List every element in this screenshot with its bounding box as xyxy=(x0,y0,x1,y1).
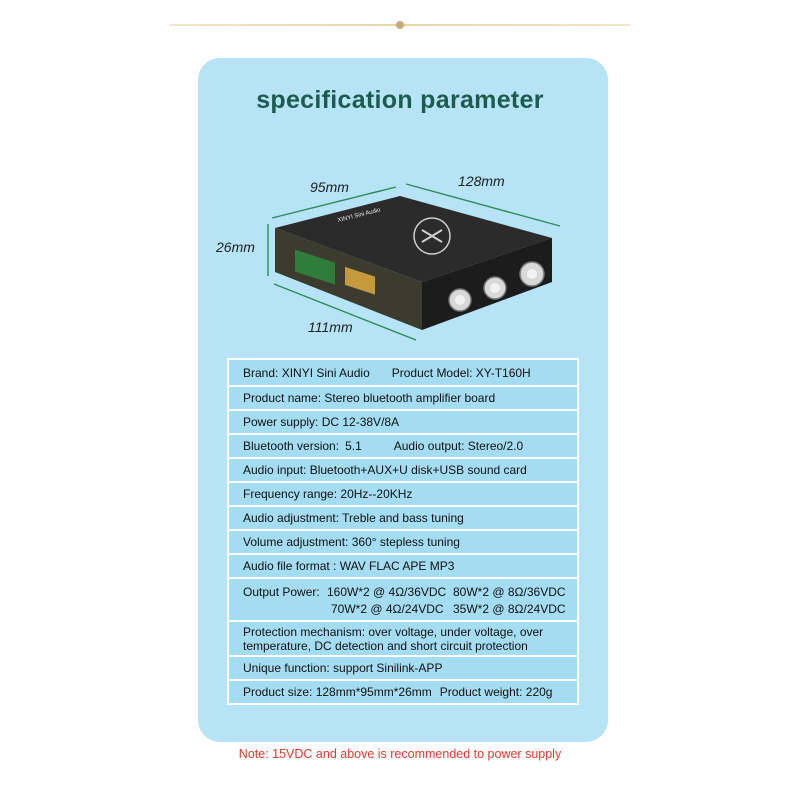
spec-row-power-supply: Power supply: DC 12-38V/8A xyxy=(227,409,579,435)
depth-dimension: 111mm xyxy=(308,319,353,335)
product-size-text: Product size: 128mm*95mm*26mm xyxy=(243,685,432,699)
spec-row-volume: Volume adjustment: 360° stepless tuning xyxy=(227,529,579,555)
power-supply-text: Power supply: DC 12-38V/8A xyxy=(243,415,400,429)
spec-row-output-power: Output Power: 160W*2 @ 4Ω/36VDC 80W*2 @ … xyxy=(227,577,579,622)
spec-row-audio-adjust: Audio adjustment: Treble and bass tuning xyxy=(227,505,579,531)
height-dimension: 26mm xyxy=(215,239,255,255)
page-title: specification parameter xyxy=(256,86,544,114)
circuit-component xyxy=(345,266,375,295)
spec-row-size-weight: Product size: 128mm*95mm*26mm Product we… xyxy=(227,679,579,705)
spec-row-unique: Unique function: support Sinilink-APP xyxy=(227,655,579,681)
amplifier-board: XINYI Sini Audio xyxy=(275,196,552,330)
file-format-text: Audio file format : WAV FLAC APE MP3 xyxy=(243,559,455,573)
length-dimension: 128mm xyxy=(458,173,505,189)
audio-output-text: Audio output: Stereo/2.0 xyxy=(393,439,524,453)
output-power-4: 35W*2 @ 8Ω/24VDC xyxy=(453,602,566,616)
spec-row-frequency: Frequency range: 20Hz--20KHz xyxy=(227,481,579,507)
protection-line-2: temperature, DC detection and short circ… xyxy=(243,639,528,653)
top-divider-dot xyxy=(396,21,404,29)
model-text: Product Model: XY-T160H xyxy=(391,365,531,380)
audio-adjust-text: Audio adjustment: Treble and bass tuning xyxy=(243,511,464,525)
knob-3 xyxy=(519,261,545,287)
logo-circle xyxy=(413,217,451,255)
bt-version-value: 5.1 xyxy=(345,439,362,453)
frequency-text: Frequency range: 20Hz--20KHz xyxy=(243,487,413,501)
width-dimension: 95mm xyxy=(310,179,349,195)
width-dim-line xyxy=(271,186,397,219)
spec-row-file-format: Audio file format : WAV FLAC APE MP3 xyxy=(227,553,579,579)
spec-table: Brand: XINYI Sini Audio Product Model: X… xyxy=(227,358,579,705)
spec-row-bluetooth: Bluetooth version: 5.1 Audio output: Ste… xyxy=(227,433,579,459)
product-weight-text: Product weight: 220g xyxy=(439,685,553,699)
knob-2 xyxy=(483,276,507,300)
spec-row-name: Product name: Stereo bluetooth amplifier… xyxy=(227,385,579,411)
logo-mark xyxy=(421,229,443,243)
protection-line-1: Protection mechanism: over voltage, unde… xyxy=(243,625,544,639)
volume-adjust-text: Volume adjustment: 360° stepless tuning xyxy=(243,535,460,549)
length-dim-line xyxy=(405,183,561,227)
output-power-label: Output Power: xyxy=(243,585,320,599)
brand-text: Brand: XINYI Sini Audio xyxy=(243,365,370,380)
unique-function-text: Unique function: support Sinilink-APP xyxy=(243,661,443,675)
output-power-3: 70W*2 @ 4Ω/24VDC xyxy=(331,602,444,616)
spec-row-brand: Brand: XINYI Sini Audio Product Model: X… xyxy=(227,358,579,387)
power-note: Note: 15VDC and above is recommended to … xyxy=(238,747,562,761)
spec-row-protection: Protection mechanism: over voltage, unde… xyxy=(227,620,579,657)
product-name-text: Product name: Stereo bluetooth amplifier… xyxy=(243,391,496,405)
output-power-1: 160W*2 @ 4Ω/36VDC xyxy=(327,585,447,599)
capacitor xyxy=(295,249,335,285)
product-illustration: XINYI Sini Audio 95mm 128mm 26mm 111mm xyxy=(215,173,561,341)
depth-dim-line xyxy=(273,283,417,341)
spec-row-audio-input: Audio input: Bluetooth+AUX+U disk+USB so… xyxy=(227,457,579,483)
audio-input-text: Audio input: Bluetooth+AUX+U disk+USB so… xyxy=(243,463,527,477)
bt-version-label: Bluetooth version: xyxy=(243,439,340,453)
knob-1 xyxy=(448,288,472,312)
output-power-2: 80W*2 @ 8Ω/36VDC xyxy=(453,585,566,599)
